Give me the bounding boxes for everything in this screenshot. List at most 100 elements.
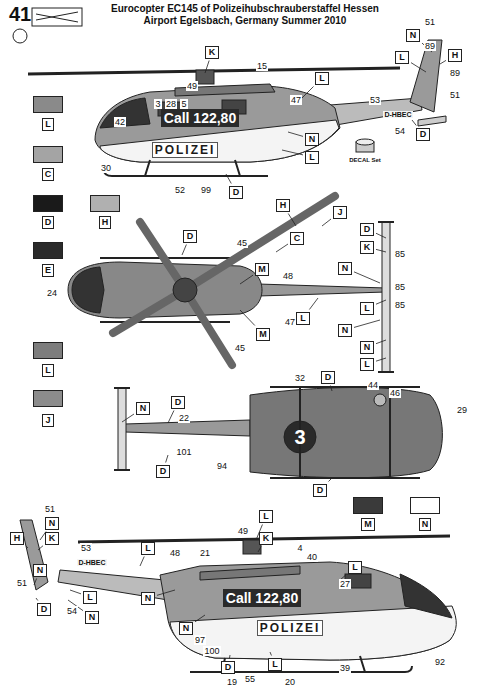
leader-line (182, 245, 186, 256)
callout-number: 51 (44, 504, 56, 514)
swatch-code: L (42, 118, 54, 131)
color-swatch (33, 146, 63, 163)
paint-code: L (263, 511, 269, 521)
paint-code: K (364, 242, 371, 252)
paint-code-box: L (141, 542, 155, 555)
callout-number: 48 (282, 271, 294, 281)
paint-code-box: D (37, 603, 51, 616)
page-title: Eurocopter EC145 of Polizeihubschraubers… (95, 3, 395, 27)
paint-code-box: D (313, 484, 327, 497)
paint-code-box: H (10, 532, 24, 545)
paint-code: N (49, 518, 56, 528)
leader-line (195, 615, 205, 622)
leader-line (122, 414, 134, 422)
paint-code-box: L (259, 510, 273, 523)
callout-number: 53 (369, 95, 381, 105)
leader-line (288, 214, 296, 227)
paint-code-box: L (268, 658, 282, 671)
leader-line (309, 298, 318, 310)
paint-code-box: K (45, 532, 59, 545)
callout-number: 89 (449, 68, 461, 78)
registration-decal: D-HBEC (77, 559, 106, 566)
leader-line (276, 244, 288, 252)
paint-code: L (145, 543, 151, 553)
leader-line (412, 120, 416, 126)
leader-line (440, 60, 446, 64)
paint-code: D (225, 662, 232, 672)
leader-line (354, 320, 380, 327)
decal-set-icon (356, 139, 374, 152)
callout-number: 45 (236, 238, 248, 248)
swatch-code: E (42, 264, 54, 277)
paint-code-box: D (221, 661, 235, 674)
paint-code: J (337, 207, 342, 217)
paint-code: L (272, 659, 278, 669)
leader-line (168, 411, 174, 424)
callout-number: 3 (154, 99, 161, 109)
leader-line (258, 547, 261, 553)
paint-code: D (420, 129, 427, 139)
swatch-code: N (419, 518, 432, 531)
paint-code-box: D (416, 128, 430, 141)
leader-line (70, 590, 81, 594)
paint-code-box: N (45, 517, 59, 530)
color-swatch (90, 195, 120, 212)
paint-code-box: L (296, 312, 310, 325)
leader-line (376, 233, 386, 238)
paint-code: N (37, 565, 44, 575)
paint-code-box: N (338, 324, 352, 337)
paint-code: N (342, 263, 349, 273)
leader-line (229, 655, 231, 659)
callout-number: 24 (46, 288, 58, 298)
call-sign-decal: Call 122,80 (161, 109, 239, 127)
paint-code: K (263, 533, 270, 543)
leader-line (330, 386, 332, 392)
swatch-code: C (42, 168, 55, 181)
callout-number: 100 (203, 646, 220, 656)
paint-code: M (258, 264, 266, 274)
paint-code-box: D (321, 371, 335, 384)
decal-note: DECAL Set (348, 157, 382, 163)
paint-code: N (342, 325, 349, 335)
callout-number: 101 (175, 447, 192, 457)
paint-code-box: N (179, 622, 193, 635)
leader-line (288, 132, 303, 136)
paint-code: D (41, 604, 48, 614)
callout-number: 20 (284, 677, 296, 687)
color-swatch (353, 497, 383, 514)
paint-code-box: K (360, 241, 374, 254)
leader-line (140, 557, 144, 567)
callout-number: 19 (226, 677, 238, 687)
paint-code-box: N (33, 564, 47, 577)
paint-code: D (160, 466, 167, 476)
leader-line (240, 310, 255, 326)
callout-number: 51 (424, 17, 436, 27)
call-sign-decal: Call 122,80 (223, 589, 301, 607)
leader-line (240, 275, 253, 284)
callout-number: 15 (256, 61, 268, 71)
paint-code: D (175, 397, 182, 407)
callout-number: 44 (367, 380, 379, 390)
leader-line (376, 249, 386, 252)
callout-number: 29 (456, 405, 468, 415)
callout-number: 4 (296, 543, 303, 553)
callout-number: 42 (114, 117, 126, 127)
callout-number: 51 (16, 578, 28, 588)
paint-code-box: D (229, 186, 243, 199)
paint-code-box: L (395, 51, 409, 64)
side-view-left (28, 40, 446, 176)
paint-code: H (452, 50, 459, 60)
paint-code: N (140, 403, 147, 413)
leader-line (157, 590, 175, 595)
callout-number: 99 (200, 185, 212, 195)
paint-code-box: L (360, 358, 374, 371)
paint-code: L (309, 152, 315, 162)
paint-code: N (410, 30, 417, 40)
leader-line (322, 219, 331, 226)
paint-code: K (209, 47, 216, 57)
paint-code-box: N (406, 29, 420, 42)
callout-number: 54 (394, 126, 406, 136)
side-view-right (20, 520, 456, 672)
paint-code-box: J (333, 206, 347, 219)
